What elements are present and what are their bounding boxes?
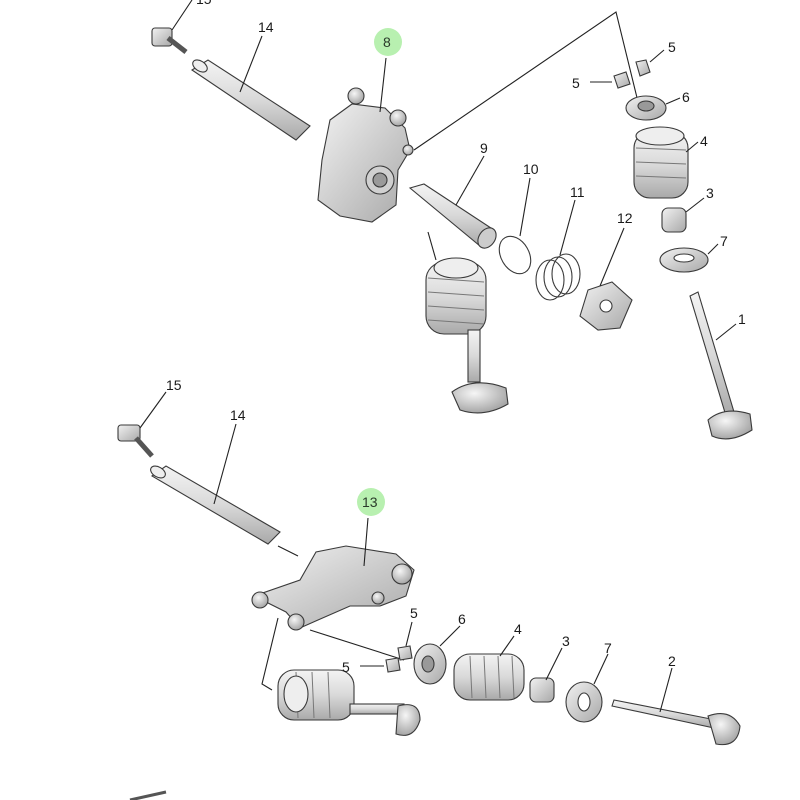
callout-12: 12 [617, 210, 633, 226]
valve-2 [611, 699, 741, 746]
leader-3b [545, 647, 563, 681]
leader-6b [439, 625, 461, 647]
leader-5c [405, 621, 413, 647]
rocker-arm-13 [251, 545, 415, 631]
connector-lower-center [309, 629, 405, 661]
collar-9 [408, 183, 497, 249]
callout-4b: 4 [514, 621, 522, 637]
leader-12 [599, 227, 625, 287]
leader-14-lower [213, 423, 237, 505]
leader-15-lower [139, 391, 167, 429]
leader-4b [499, 635, 515, 657]
spring-4-upper [633, 126, 689, 199]
retainer-6-lower [413, 643, 447, 685]
spring-4-lower [453, 653, 525, 701]
callout-5d: 5 [342, 659, 350, 675]
partial-part-bottom [129, 790, 167, 800]
leader-6a [665, 97, 681, 105]
leader-7a [707, 243, 719, 255]
leader-1 [715, 323, 737, 341]
callout-13[interactable]: 13 [362, 494, 378, 510]
cotter-5-upper-right [635, 59, 651, 77]
valve-upper-left [451, 329, 509, 414]
leader-14-upper [239, 35, 263, 93]
connector-lower-left [261, 617, 279, 691]
callout-6b: 6 [458, 611, 466, 627]
retainer-6-upper [625, 95, 667, 121]
callout-2: 2 [668, 653, 676, 669]
bolt-15-lower [117, 424, 154, 458]
callout-9: 9 [480, 140, 488, 156]
spring-11 [535, 253, 581, 301]
callout-6a: 6 [682, 89, 690, 105]
bolt-15-upper [151, 27, 188, 54]
valve-spring-upper-left [425, 257, 487, 335]
leader-upper-left-spring [427, 231, 437, 261]
leader-5a [649, 49, 665, 63]
callout-8[interactable]: 8 [383, 34, 391, 50]
rocker-shaft-14-upper [190, 59, 311, 141]
callout-7b: 7 [604, 640, 612, 656]
seal-3-lower [529, 677, 555, 703]
leader-8 [379, 57, 387, 113]
leader-10 [519, 177, 531, 237]
plate-12 [579, 281, 633, 331]
leader-3a [685, 197, 705, 213]
cotter-5-lower-top [397, 645, 413, 661]
rocker-shaft-14-lower [150, 465, 281, 545]
callout-3b: 3 [562, 633, 570, 649]
highlight-8 [374, 28, 402, 56]
callout-15-upper: 15 [196, 0, 212, 7]
leader-11 [559, 199, 576, 256]
leader-7b [593, 653, 609, 685]
leader-9 [455, 155, 485, 206]
callout-5c: 5 [410, 605, 418, 621]
callout-10: 10 [523, 161, 539, 177]
callout-7a: 7 [720, 233, 728, 249]
callout-14-upper: 14 [258, 19, 274, 35]
seal-3-upper [661, 207, 687, 233]
valve-lower-left [349, 703, 421, 736]
seat-7-upper [659, 247, 709, 273]
callout-5a: 5 [668, 39, 676, 55]
cotter-5-lower-bottom [385, 657, 401, 673]
callout-3a: 3 [706, 185, 714, 201]
valve-spring-lower-left [277, 669, 355, 721]
leader-4a [685, 141, 699, 153]
leader-13 [363, 517, 369, 567]
callout-14-lower: 14 [230, 407, 246, 423]
callout-4a: 4 [700, 133, 708, 149]
seat-7-lower [565, 681, 603, 723]
leader-2 [659, 667, 673, 713]
connector-shaft-lower [277, 545, 299, 557]
cotter-5-upper-left [613, 71, 631, 89]
callout-11: 11 [570, 184, 585, 200]
callout-15-lower: 15 [166, 377, 182, 393]
valve-1 [689, 291, 753, 440]
rocker-arm-8 [317, 87, 414, 223]
washer-10 [498, 235, 532, 275]
callout-1: 1 [738, 311, 746, 327]
connector-upper-right [413, 11, 641, 151]
highlight-13 [357, 488, 385, 516]
callout-5b: 5 [572, 75, 580, 91]
leader-15-upper [171, 0, 193, 31]
